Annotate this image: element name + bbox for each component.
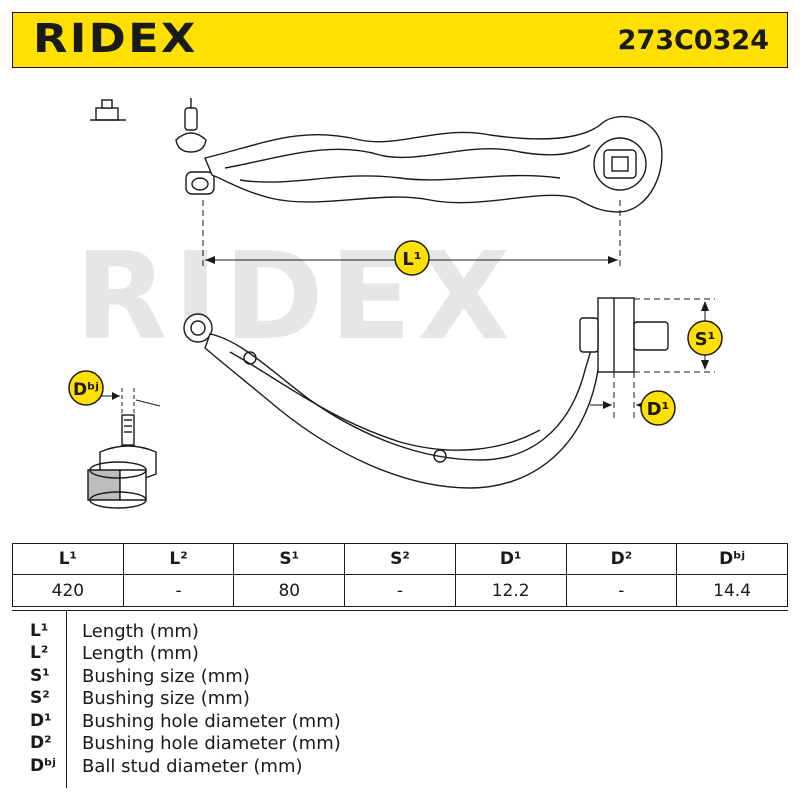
legend-code: Dᵇʲ	[30, 756, 56, 776]
legend-code: S¹	[30, 666, 50, 686]
legend-item: S² Bushing size (mm)	[12, 688, 788, 710]
dimension-badge-s1: S¹	[687, 320, 723, 356]
legend-description: Ball stud diameter (mm)	[82, 756, 303, 777]
spec-header-row: L¹ L² S¹ S² D¹ D² Dᵇʲ	[12, 543, 788, 575]
spec-header-cell: S²	[344, 543, 456, 575]
spec-header-cell: D²	[565, 543, 678, 575]
spec-value-cell: 80	[233, 574, 346, 607]
nut-icon	[90, 99, 126, 121]
spec-header-cell: Dᵇʲ	[676, 543, 788, 575]
spec-header-cell: L²	[122, 543, 235, 575]
legend: L¹ Length (mm) L² Length (mm) S¹ Bushing…	[12, 610, 788, 788]
ball-joint-detail	[87, 388, 161, 509]
dimension-label-d1: D¹	[647, 399, 670, 420]
spec-value-cell: 12.2	[454, 574, 567, 607]
spec-value-cell: -	[122, 574, 235, 607]
legend-code: L²	[30, 643, 49, 663]
legend-item: L² Length (mm)	[12, 643, 788, 665]
legend-description: Length (mm)	[82, 621, 199, 642]
legend-code: D¹	[30, 711, 52, 731]
legend-divider	[66, 611, 67, 788]
legend-item: D¹ Bushing hole diameter (mm)	[12, 711, 788, 733]
part-number: 273C0324	[617, 25, 769, 56]
watermark: RIDEX	[75, 228, 516, 367]
legend-item: Dᵇʲ Ball stud diameter (mm)	[12, 756, 788, 778]
dimension-label-dbj: Dᵇʲ	[73, 380, 99, 400]
legend-item: S¹ Bushing size (mm)	[12, 666, 788, 688]
spec-header-cell: L¹	[12, 543, 124, 575]
legend-code: S²	[30, 688, 50, 708]
spec-value-cell: 420	[12, 574, 124, 607]
top-view-arm	[90, 98, 663, 270]
dimension-badge-d1: D¹	[640, 390, 676, 426]
spec-header-cell: D¹	[454, 543, 567, 575]
dimension-badge-l1: L¹	[394, 240, 430, 276]
legend-item: L¹ Length (mm)	[12, 621, 788, 643]
legend-description: Length (mm)	[82, 643, 199, 664]
dimension-label-l1: L¹	[402, 249, 421, 270]
side-view-arm	[183, 297, 715, 489]
dimension-label-s1: S¹	[695, 329, 716, 350]
spec-value-cell: 14.4	[676, 574, 788, 607]
legend-description: Bushing size (mm)	[82, 688, 250, 709]
legend-description: Bushing hole diameter (mm)	[82, 711, 341, 732]
technical-drawing: RIDEX	[0, 70, 800, 540]
legend-item: D² Bushing hole diameter (mm)	[12, 733, 788, 755]
spec-value-cell: -	[344, 574, 456, 607]
legend-description: Bushing hole diameter (mm)	[82, 733, 341, 754]
legend-description: Bushing size (mm)	[82, 666, 250, 687]
spec-header-cell: S¹	[233, 543, 346, 575]
legend-code: L¹	[30, 621, 49, 641]
legend-code: D²	[30, 733, 52, 753]
spec-value-row: 420 - 80 - 12.2 - 14.4	[12, 574, 788, 607]
spec-table: L¹ L² S¹ S² D¹ D² Dᵇʲ 420 - 80 - 12.2 - …	[12, 543, 788, 607]
spec-value-cell: -	[565, 574, 678, 607]
header-bar: RIDEX 273C0324	[12, 12, 788, 68]
dimension-badge-dbj: Dᵇʲ	[68, 370, 104, 406]
brand-logo: RIDEX	[33, 16, 198, 62]
